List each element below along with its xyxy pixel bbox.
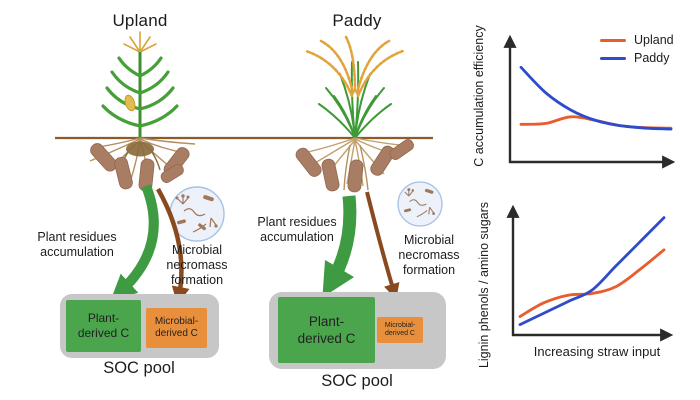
bottom-chart-axes	[506, 204, 674, 342]
upland-microbial-derived-c-box: Microbial- derived C	[146, 308, 207, 348]
top-chart-upland-curve	[519, 115, 673, 130]
top-chart-ylabel: C accumulation efficiency	[472, 25, 486, 167]
upland-residues-label: Plant residues accumulation	[37, 230, 117, 259]
upland-plant-derived-c-box: Plant- derived C	[66, 300, 141, 352]
paddy-residues-label: Plant residues accumulation	[257, 215, 337, 244]
bottom-chart-ylabel: Lignin phenols / amino sugars	[477, 201, 491, 369]
legend-item-upland: Upland	[600, 33, 674, 47]
legend-label-upland: Upland	[634, 33, 674, 47]
paddy-microbial-derived-c-box: Microbial- derived C	[377, 317, 423, 343]
top-chart-axes	[503, 34, 676, 169]
paddy-necromass-arrow	[365, 191, 400, 300]
paddy-plant-residue-arrow	[322, 195, 357, 298]
paddy-plant-derived-c-box: Plant- derived C	[278, 297, 375, 363]
upland-necromass-label: Microbial necromass formation	[166, 243, 228, 287]
upland-necromass-arrow	[156, 187, 190, 305]
paddy-soc-pool-container: Plant- derived C Microbial- derived C	[269, 292, 446, 369]
bottom-chart-xlabel: Increasing straw input	[533, 344, 661, 359]
paddy-line-swatch	[600, 56, 626, 60]
upland-microbes-icon	[169, 186, 225, 242]
paddy-soc-pool-label: SOC pool	[321, 372, 393, 390]
upland-line-swatch	[600, 38, 626, 42]
upland-plant-illustration	[101, 31, 179, 138]
upland-straw-pieces	[90, 143, 190, 192]
bottom-chart-upland-curve	[518, 248, 666, 318]
top-chart-paddy-curve	[519, 65, 673, 131]
legend-item-paddy: Paddy	[600, 51, 669, 65]
bottom-chart-paddy-curve	[518, 216, 666, 326]
paddy-title: Paddy	[332, 11, 382, 30]
paddy-microbes-icon	[397, 181, 443, 227]
paddy-plant-illustration	[304, 35, 405, 139]
paddy-necromass-label: Microbial necromass formation	[398, 233, 460, 277]
upland-soc-pool-label: SOC pool	[103, 359, 175, 377]
upland-plant-residue-arrow	[110, 184, 159, 301]
upland-title: Upland	[112, 11, 168, 30]
paddy-straw-pieces	[295, 139, 414, 193]
upland-soc-pool-container: Plant- derived C Microbial- derived C	[60, 294, 219, 358]
legend-label-paddy: Paddy	[634, 51, 670, 65]
